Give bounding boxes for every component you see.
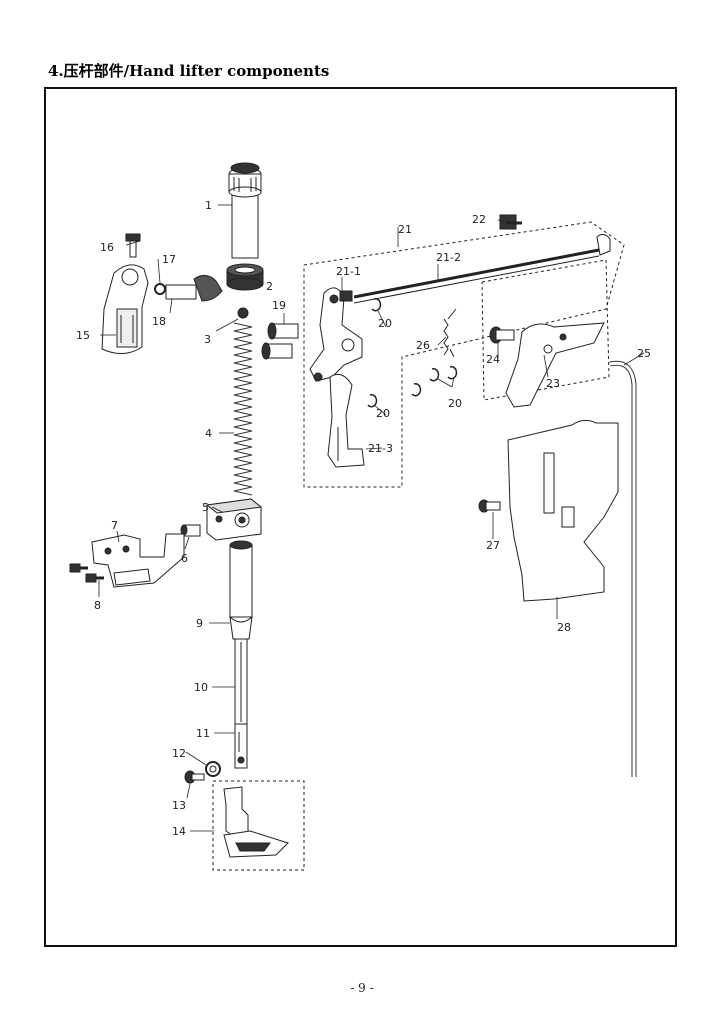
- callout-18: 18: [152, 315, 166, 328]
- part-20-retaining-rings: [367, 297, 458, 408]
- part-17-washer: [154, 283, 166, 295]
- callout-4: 4: [205, 427, 212, 440]
- part-25-lifter-rod: [609, 360, 637, 777]
- part-27-screw: [478, 499, 501, 513]
- part-15-lifting-lever: [101, 264, 149, 354]
- callout-9: 9: [196, 617, 203, 630]
- exploded-parts-diagram: 1 2 3 4 5 6 7 8 9 10 11 12 13 14 15 16 1…: [69, 162, 651, 871]
- part-21-2-connecting-rod: [353, 233, 611, 304]
- part-13-screw: [184, 770, 205, 784]
- callout-2: 2: [266, 280, 273, 293]
- callout-17: 17: [162, 253, 176, 266]
- part-23-lever: [481, 259, 610, 408]
- callout-19: 19: [272, 299, 286, 312]
- callout-26: 26: [416, 339, 430, 352]
- callout-11: 11: [196, 727, 210, 740]
- callout-28: 28: [557, 621, 571, 634]
- callout-15: 15: [76, 329, 90, 342]
- callout-1: 1: [205, 199, 212, 212]
- part-1-bushing: [228, 162, 262, 259]
- callout-24: 24: [486, 353, 500, 366]
- part-21-lever-assembly: [303, 221, 625, 488]
- part-14-presser-foot: [212, 780, 305, 871]
- part-21-3-link-plate: [327, 373, 365, 468]
- callout-3: 3: [204, 333, 211, 346]
- page-title: 4.压杆部件/Hand lifter components: [48, 62, 330, 80]
- callout-14: 14: [172, 825, 186, 838]
- part-2-ring: [226, 263, 264, 291]
- part-22-screw: [499, 214, 522, 230]
- callout-27: 27: [486, 539, 500, 552]
- callout-20b: 20: [376, 407, 390, 420]
- callout-16: 16: [100, 241, 114, 254]
- callout-labels: 1 2 3 4 5 6 7 8 9 10 11 12 13 14 15 16 1…: [76, 199, 651, 838]
- part-21-1-lever-plate: [309, 287, 363, 382]
- callout-25: 25: [637, 347, 651, 360]
- callout-23: 23: [546, 377, 560, 390]
- part-18-lever-shaft: [165, 275, 223, 302]
- part-19-bushings: [261, 322, 299, 360]
- callout-21-2: 21-2: [436, 251, 461, 264]
- part-24-stud: [489, 326, 515, 344]
- page-number: - 9 -: [350, 981, 374, 995]
- callout-20c: 20: [448, 397, 462, 410]
- part-12-washer: [205, 761, 221, 777]
- part-4-spring: [233, 322, 253, 496]
- callout-20a: 20: [378, 317, 392, 330]
- callout-21-3: 21-3: [368, 442, 393, 455]
- part-10-presser-bar: [229, 540, 253, 769]
- callout-8: 8: [94, 599, 101, 612]
- callout-21-1: 21-1: [336, 265, 361, 278]
- callout-6: 6: [181, 552, 188, 565]
- callout-5: 5: [202, 501, 209, 514]
- part-3-ball: [237, 307, 249, 319]
- part-5-holder: [205, 498, 263, 541]
- diagram-frame: [44, 87, 677, 947]
- part-28-cover-plate: [507, 419, 619, 602]
- part-16-screw: [125, 233, 141, 258]
- part-26-spring: [443, 308, 457, 358]
- callout-10: 10: [194, 681, 208, 694]
- part-7-bracket: [91, 533, 185, 588]
- part-8-screws: [69, 563, 104, 583]
- callout-21: 21: [398, 223, 412, 236]
- callout-12: 12: [172, 747, 186, 760]
- callout-7: 7: [111, 519, 118, 532]
- leader-lines: [98, 204, 645, 832]
- callout-22: 22: [472, 213, 486, 226]
- callout-13: 13: [172, 799, 186, 812]
